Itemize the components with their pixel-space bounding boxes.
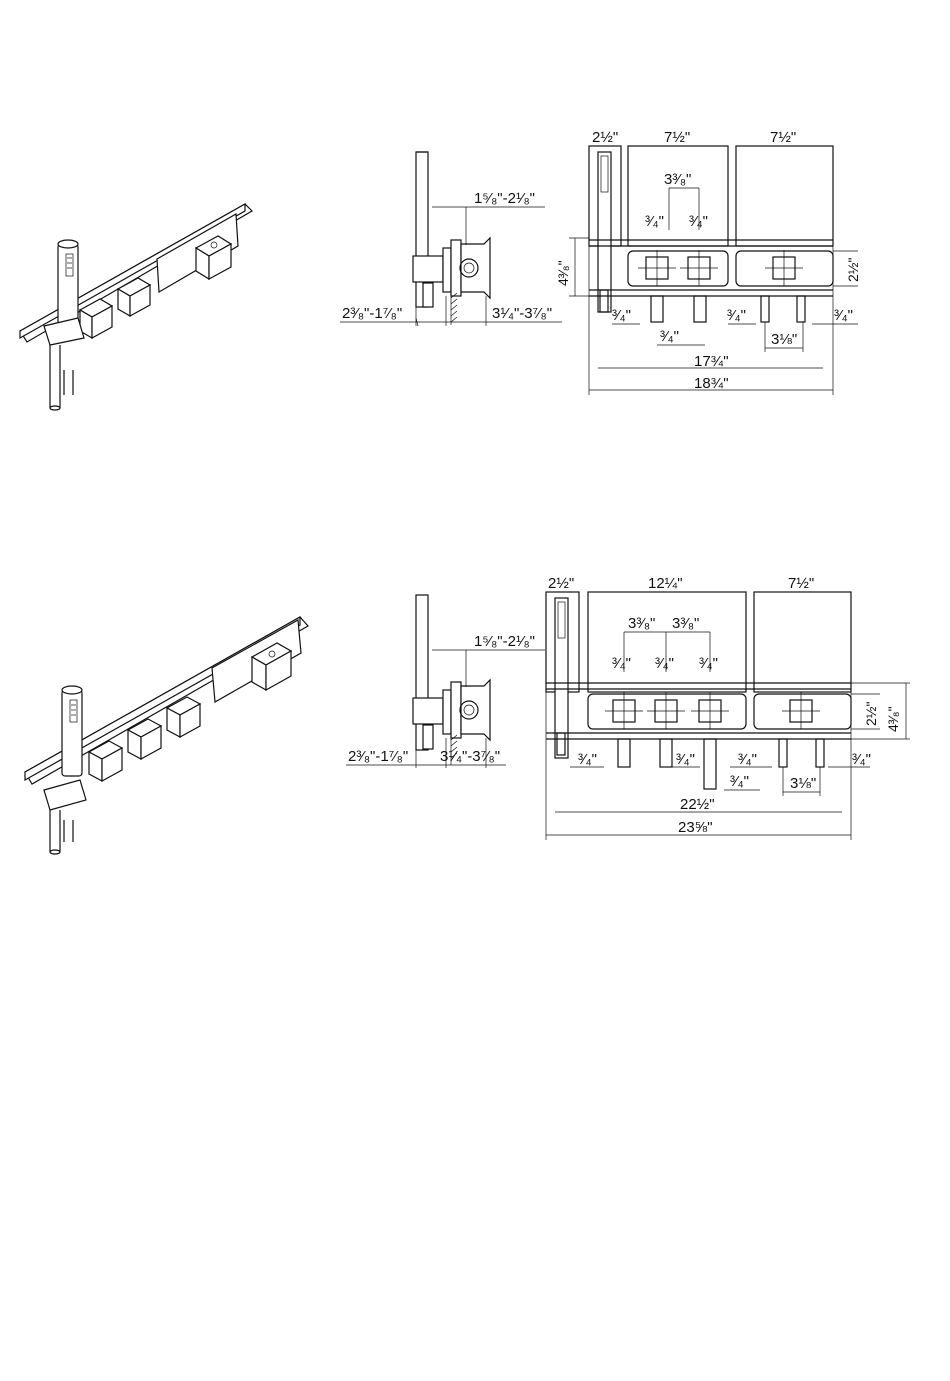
side-view-three-handle	[346, 595, 545, 768]
dim-side-wall-right-2: 3¹⁄₄"-3⁷⁄₈"	[440, 748, 500, 765]
dim-outlet-center-2: 3⅛"	[790, 775, 816, 792]
dim-outlet-3: ³⁄₄"	[834, 307, 853, 324]
dim-inner-width: 17¾"	[694, 353, 729, 370]
dim-handle-spacing-2: 3³⁄₈"	[672, 615, 699, 632]
side-view-two-handle	[340, 152, 562, 326]
dim-side-wall-left: 2³⁄₈"-1⁷⁄₈"	[342, 305, 402, 322]
dim-outlet-2-2: ³⁄₄"	[676, 751, 695, 768]
dim-handle-spacing-1: 3³⁄₈"	[628, 615, 655, 632]
dim-outlet-4: ³⁄₄"	[660, 328, 679, 345]
dim-overall-width-2: 23⅝"	[678, 819, 713, 836]
dim-port-3-2: ³⁄₄"	[699, 655, 718, 672]
iso-view-two-handle	[20, 204, 252, 410]
dim-port-2-2: ³⁄₄"	[655, 655, 674, 672]
dim-outlet-1-2: ³⁄₄"	[578, 751, 597, 768]
dim-overall-height: 4³⁄₈"	[555, 260, 571, 286]
dim-plate-height: 2½"	[845, 258, 861, 282]
dim-inner-width-2: 22½"	[680, 796, 715, 813]
dim-valve-width-2: 12¼"	[648, 575, 683, 592]
dim-valve-width: 7½"	[664, 129, 690, 146]
dim-outlet-2: ³⁄₄"	[727, 307, 746, 324]
dim-trim-width: 7½"	[770, 129, 796, 146]
dim-side-wall-right: 3¹⁄₄"-3⁷⁄₈"	[492, 305, 552, 322]
dim-handshower-width: 2½"	[592, 129, 618, 146]
dim-side-offset-2: 1⁵⁄₈"-2¹⁄₈"	[474, 633, 535, 650]
dim-outlet-4-2: ³⁄₄"	[852, 751, 871, 768]
dim-port-2: ³⁄₄"	[689, 213, 708, 230]
dim-plate-height-2: 2½"	[863, 702, 879, 726]
dim-overall-height-2: 4³⁄₈"	[885, 706, 901, 732]
dim-side-offset: 1⁵⁄₈"-2¹⁄₈"	[474, 190, 535, 207]
dim-outlet-5-2: ³⁄₄"	[730, 773, 749, 790]
dim-handle-spacing: 3³⁄₈"	[664, 171, 691, 188]
dim-overall-width: 18¾"	[694, 375, 729, 392]
dim-port-1: ³⁄₄"	[645, 213, 664, 230]
dim-port-1-2: ³⁄₄"	[612, 655, 631, 672]
iso-view-three-handle	[25, 617, 308, 854]
front-view-three-handle	[546, 592, 910, 840]
dim-trim-width-2: 7½"	[788, 575, 814, 592]
dim-side-wall-left-2: 2³⁄₈"-1⁷⁄₈"	[348, 748, 408, 765]
dim-handshower-width-2: 2½"	[548, 575, 574, 592]
dim-outlet-3-2: ³⁄₄"	[738, 751, 757, 768]
dim-outlet-center: 3⅛"	[771, 331, 797, 348]
dim-outlet-1: ³⁄₄"	[612, 307, 631, 324]
